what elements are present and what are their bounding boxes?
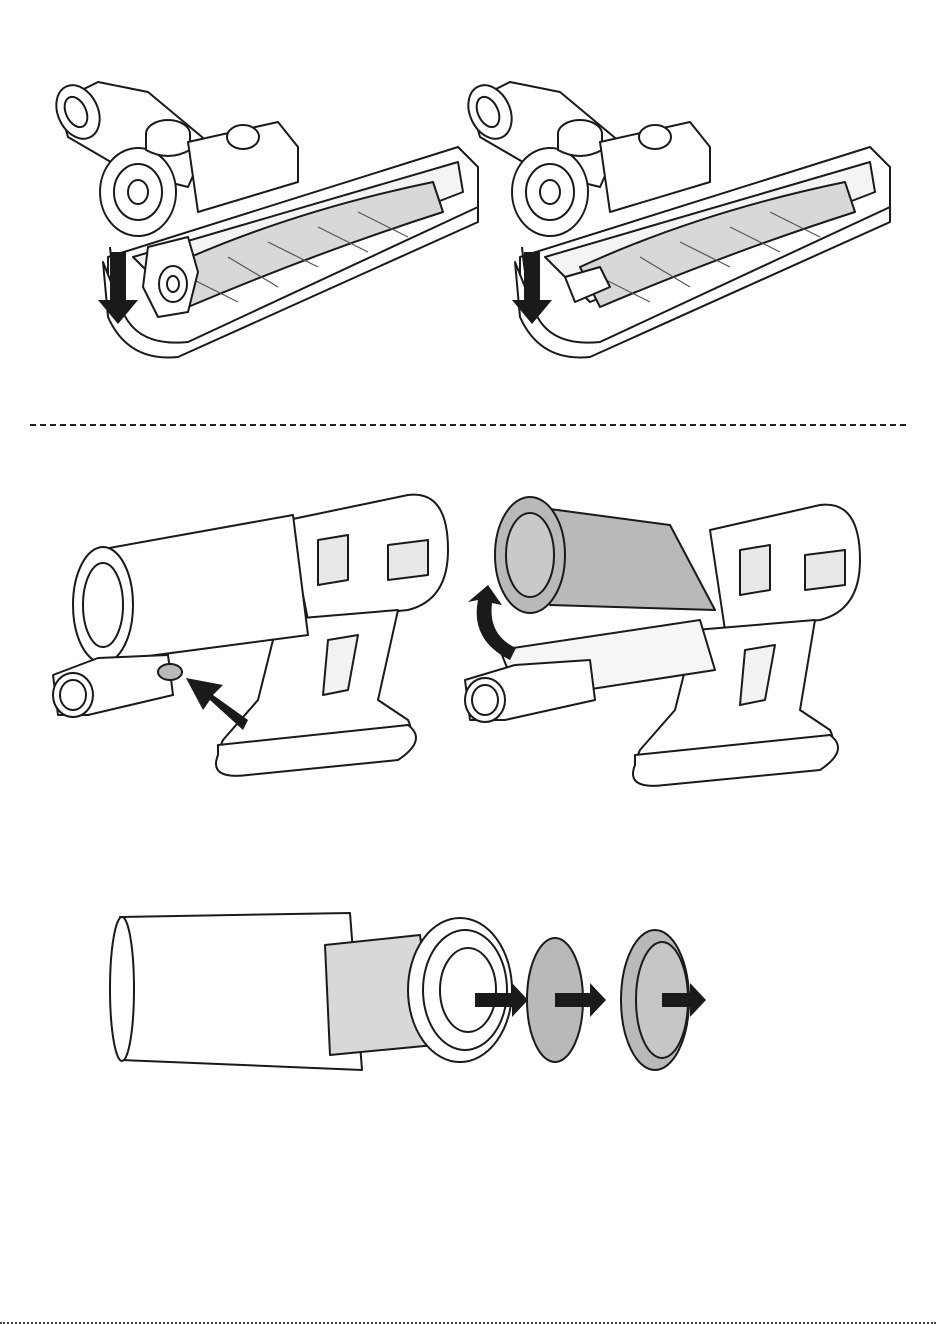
figure-brush-head-locked [450,62,910,372]
handheld-vacuum-lift-bin-icon [460,490,870,790]
floor-brush-closed-icon [450,62,910,372]
section-divider [30,424,906,426]
dust-bin-filters-exploded-icon [100,905,730,1085]
figure-handheld-remove-bin [460,490,870,790]
figure-filter-disassembly [100,905,730,1085]
floor-brush-open-icon [38,62,498,372]
figure-brush-head-insert [38,62,498,372]
handheld-vacuum-press-icon [48,490,458,790]
figure-handheld-release-button [48,490,458,790]
